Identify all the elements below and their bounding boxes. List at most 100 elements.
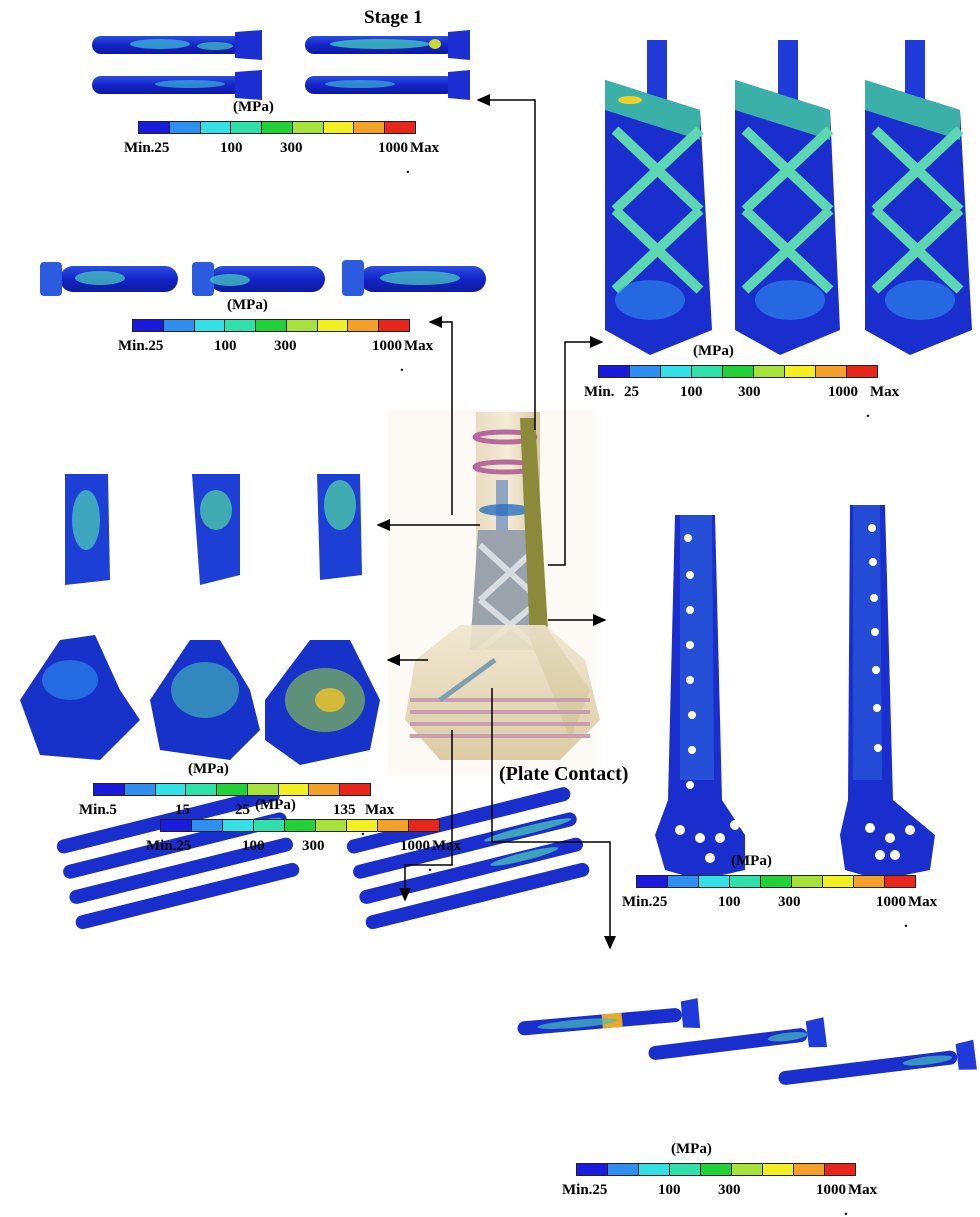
legend-swatch [823, 876, 854, 887]
legend-swatch [262, 122, 293, 133]
legend-tick-label: 100 [214, 338, 237, 355]
legend-ticks: Min.251003001000Max [160, 838, 440, 856]
legend-swatch [354, 122, 385, 133]
legend-swatch [201, 122, 232, 133]
bone-condyles [20, 635, 380, 765]
legend-tick-label: 100 [718, 894, 741, 911]
legend-mark: . [866, 405, 870, 422]
stage1-pins [92, 30, 470, 100]
legend-tick-label: Max [432, 838, 461, 855]
legend-swatch [816, 366, 847, 377]
legend-swatch [847, 366, 877, 377]
legend-swatch [792, 876, 823, 887]
legend-swatch [794, 1164, 825, 1175]
legend-tick-label: 300 [302, 838, 325, 855]
legend-tick-label: Max [410, 140, 439, 157]
legend-mark: . [400, 359, 404, 376]
stress-legend-top-left: (MPa)Min.251003001000Max. [138, 100, 416, 158]
femur-model [388, 410, 600, 775]
bone-sleeves [65, 474, 362, 585]
legend-swatch [701, 1164, 732, 1175]
legend-swatch [639, 1164, 670, 1175]
legend-swatch [217, 784, 248, 795]
legend-tick-label: 1000 [816, 1182, 846, 1199]
stage-title: Stage 1 [364, 8, 423, 27]
legend-swatch [223, 820, 254, 831]
legend-tick-label: Min. [584, 384, 614, 401]
legend-swatch [293, 122, 324, 133]
legend-swatch [385, 122, 415, 133]
legend-swatch [732, 1164, 763, 1175]
legend-swatch [139, 122, 170, 133]
legend-swatch [248, 784, 279, 795]
legend-swatch [347, 820, 378, 831]
legend-tick-label: 1000 [400, 838, 430, 855]
legend-color-bar [93, 783, 371, 796]
legend-tick-label: 300 [718, 1182, 741, 1199]
legend-swatch [854, 876, 885, 887]
legend-color-bar [598, 365, 878, 378]
legend-swatch [340, 784, 370, 795]
legend-tick-label: Min.25 [124, 140, 169, 157]
legend-tick-label: 1000 [876, 894, 906, 911]
legend-tick-label: 300 [778, 894, 801, 911]
legend-swatch [287, 320, 318, 331]
stress-legend-plates: (MPa)Min.251003001000Max. [636, 854, 916, 912]
legend-tick-label: Max [404, 338, 433, 355]
legend-tick-label: Min.25 [562, 1182, 607, 1199]
legend-tick-label: 1000 [378, 140, 408, 157]
legend-swatch [785, 366, 816, 377]
stage1-short-pins [40, 260, 486, 296]
legend-swatch [309, 784, 340, 795]
legend-swatch [885, 876, 915, 887]
legend-swatch [254, 820, 285, 831]
legend-swatch [231, 122, 262, 133]
legend-swatch [225, 320, 256, 331]
legend-tick-label: Max [870, 384, 899, 401]
legend-swatch [285, 820, 316, 831]
legend-tick-label: 1000 [828, 384, 858, 401]
legend-swatch [730, 876, 761, 887]
legend-swatch [170, 122, 201, 133]
legend-swatch [324, 122, 355, 133]
legend-unit: (MPa) [227, 298, 410, 313]
legend-swatch [670, 1164, 701, 1175]
legend-swatch [761, 876, 792, 887]
legend-unit: (MPa) [255, 798, 440, 813]
legend-color-bar [138, 121, 416, 134]
legend-tick-label: 100 [220, 140, 243, 157]
legend-mark: . [844, 1203, 848, 1217]
legend-tick-label: Min.25 [622, 894, 667, 911]
legend-tick-label: Max [908, 894, 937, 911]
legend-color-bar [636, 875, 916, 888]
legend-swatch [186, 784, 217, 795]
legend-mark: . [406, 161, 410, 178]
legend-tick-label: 100 [242, 838, 265, 855]
legend-ticks: Min.251003001000Max [636, 894, 916, 912]
legend-swatch [125, 784, 156, 795]
legend-swatch [692, 366, 723, 377]
legend-unit: (MPa) [188, 762, 371, 777]
legend-swatch [409, 820, 439, 831]
fixation-plates [655, 505, 935, 880]
legend-swatch [279, 784, 310, 795]
legend-unit: (MPa) [671, 1142, 856, 1157]
legend-tick-label: Min.25 [118, 338, 163, 355]
legend-swatch [379, 320, 409, 331]
legend-swatch [192, 820, 223, 831]
legend-swatch [723, 366, 754, 377]
legend-unit: (MPa) [693, 344, 878, 359]
legend-swatch [825, 1164, 855, 1175]
legend-color-bar [132, 319, 410, 332]
legend-swatch [378, 820, 409, 831]
lattice-cages [605, 40, 972, 355]
legend-tick-label: Min.25 [146, 838, 191, 855]
stress-legend-long-screws: (MPa)Min.251003001000Max. [160, 798, 440, 856]
